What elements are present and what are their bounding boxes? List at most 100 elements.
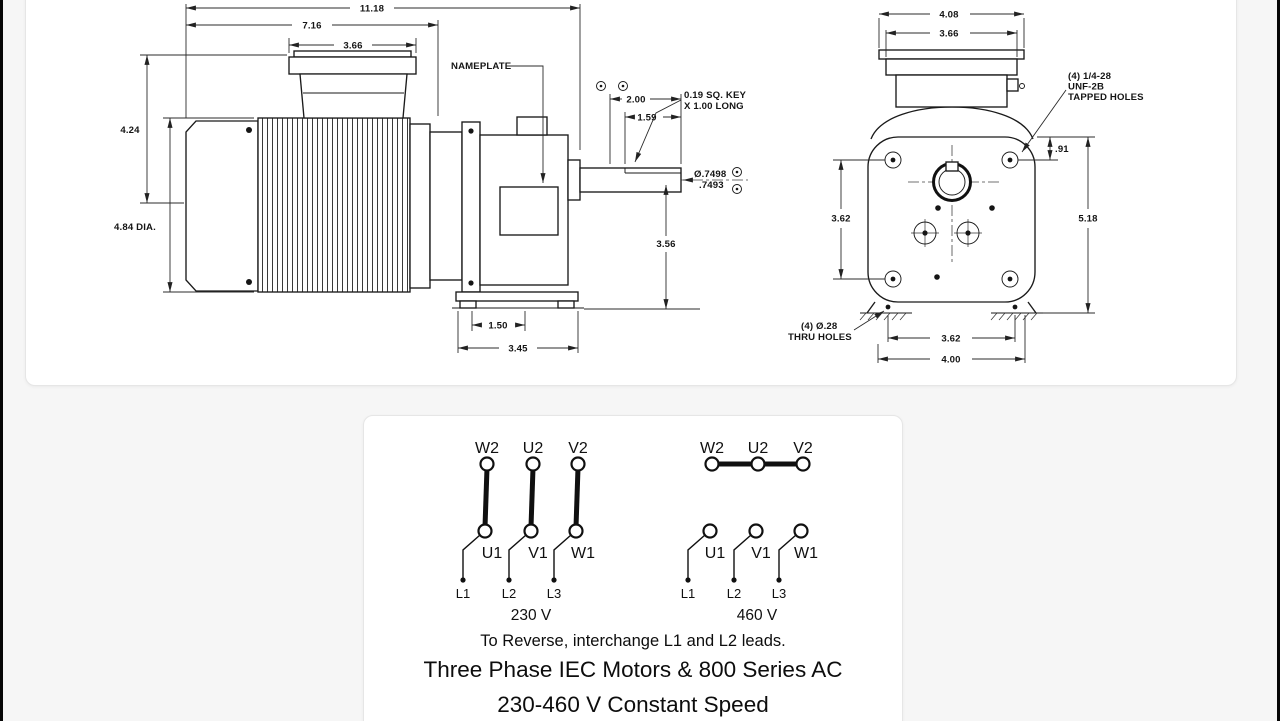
thru-note-line1: (4) Ø.28 <box>801 321 838 332</box>
bolt-dot <box>246 127 252 133</box>
terminal-label: U2 <box>523 440 544 457</box>
end-view-dimensions: 4.08 3.66 (4) 1/4-28 UNF-2B TAPPED HOLES… <box>788 10 1144 366</box>
face-bolt-dot <box>989 205 995 211</box>
terminal-label: V1 <box>751 545 771 562</box>
right-edge-bar <box>1277 0 1280 721</box>
conduit-box-body <box>299 73 408 119</box>
lead-wire <box>687 534 706 578</box>
key-note-line2: X 1.00 LONG <box>684 101 744 112</box>
terminal <box>477 523 493 539</box>
dim-body-dia: 4.84 DIA. <box>114 222 156 233</box>
terminal <box>525 456 541 472</box>
jumper-bar <box>528 467 536 528</box>
dim-hole-offset: .91 <box>1055 144 1069 155</box>
nameplate-label: NAMEPLATE <box>451 61 512 72</box>
housing-boss <box>516 116 548 136</box>
dim-box-inner: 3.66 <box>939 29 958 40</box>
terminal-label: W2 <box>700 440 724 457</box>
face-bolt-dot <box>935 205 941 211</box>
lead-wire <box>733 534 752 578</box>
terminal <box>750 456 766 472</box>
key-note-line1: 0.19 SQ. KEY <box>684 90 747 101</box>
jumper-bar <box>482 467 490 528</box>
dim-hole-spacing-v: 3.62 <box>831 214 850 225</box>
thru-note-line2: THRU HOLES <box>788 332 852 343</box>
nameplate-window <box>499 186 559 236</box>
flange-bolt-dot <box>468 280 474 286</box>
shaft-dia-line2: .7493 <box>699 180 724 191</box>
terminal <box>523 523 539 539</box>
base-plate <box>455 291 579 302</box>
lead-label: L3 <box>547 586 561 601</box>
tapped-note-line1: (4) 1/4-28 <box>1068 71 1112 82</box>
terminal <box>570 456 586 472</box>
dim-shaft-length: 2.00 <box>626 95 645 106</box>
conduit-box-lid <box>288 56 417 75</box>
terminal-label: U1 <box>705 545 726 562</box>
side-view-dimensions: 11.18 7.16 3.66 4.24 4.84 DIA. <box>114 4 746 355</box>
dim-total-width: 11.18 <box>360 4 385 15</box>
motor-side-view <box>185 50 748 309</box>
terminal-label: U1 <box>482 545 503 562</box>
tapped-note-line2: UNF-2B <box>1068 82 1104 93</box>
terminal <box>568 523 584 539</box>
lead-label: L3 <box>772 586 786 601</box>
voltage-label: 460 V <box>737 607 778 624</box>
lead-wire <box>553 534 572 578</box>
pilot-holes <box>911 219 982 247</box>
motor-fin-body <box>257 117 411 293</box>
lead-label: L1 <box>456 586 470 601</box>
lead-label: L1 <box>681 586 695 601</box>
terminal <box>479 456 495 472</box>
reverse-note: To Reverse, interchange L1 and L2 leads. <box>480 632 786 650</box>
lead-wire <box>508 534 527 578</box>
terminal <box>702 523 718 539</box>
end-box-top-plate <box>878 49 1025 60</box>
end-face <box>867 136 1036 303</box>
terminal-label: W1 <box>571 545 595 562</box>
end-box-body <box>895 74 1008 108</box>
wiring-460v: W2 U2 V2 U1 V1 W1 L1 L2 L3 460 V <box>681 440 818 624</box>
motor-end-view <box>859 49 1043 321</box>
left-edge-bar <box>0 0 3 721</box>
foot-right <box>557 300 575 309</box>
wiring-panel <box>363 415 903 721</box>
gdt-symbols <box>596 81 628 91</box>
mount-flange <box>461 121 481 293</box>
terminal-label: V2 <box>568 440 588 457</box>
flange-bolt-dot <box>468 128 474 134</box>
shaft-dia-line1: Ø.7498 <box>694 169 727 180</box>
motor-end-bell <box>185 120 259 292</box>
face-bolt-dot <box>934 274 940 280</box>
cable-gland <box>1006 78 1019 92</box>
dim-overall-height: 5.18 <box>1078 214 1098 225</box>
keyway <box>945 161 959 172</box>
mounting-feet <box>859 301 1043 321</box>
bolt-dot <box>246 279 252 285</box>
tapped-note-line3: TAPPED HOLES <box>1068 92 1144 103</box>
wiring-diagram: W2 U2 V2 U1 V1 W1 L1 L2 L3 230 V <box>456 440 818 624</box>
dim-foot-width: 4.00 <box>941 355 960 366</box>
terminal <box>795 456 811 472</box>
lead-label: L2 <box>502 586 516 601</box>
lead-label: L2 <box>727 586 741 601</box>
adapter-ring <box>429 131 463 281</box>
voltage-label: 230 V <box>511 607 552 624</box>
jumper-bar <box>573 467 581 528</box>
diagram-subtitle: 230-460 V Constant Speed <box>497 692 769 717</box>
terminal-label: V2 <box>793 440 813 457</box>
dim-box-height: 4.24 <box>120 125 140 136</box>
lead-wire <box>462 534 481 578</box>
body-shoulder <box>870 106 1034 140</box>
gear-housing <box>479 134 569 286</box>
dim-shaft-height: 3.56 <box>656 239 675 250</box>
lead-wire <box>778 534 797 578</box>
terminal-label: V1 <box>528 545 548 562</box>
dim-body-width: 7.16 <box>302 21 321 32</box>
dim-base-width: 3.45 <box>508 344 528 355</box>
bearing-ring <box>409 123 431 289</box>
dim-foot-spacing: 1.50 <box>488 321 507 332</box>
dim-box-width: 3.66 <box>343 41 362 52</box>
wiring-230v: W2 U2 V2 U1 V1 W1 L1 L2 L3 230 V <box>456 440 595 624</box>
terminal-label: U2 <box>748 440 769 457</box>
